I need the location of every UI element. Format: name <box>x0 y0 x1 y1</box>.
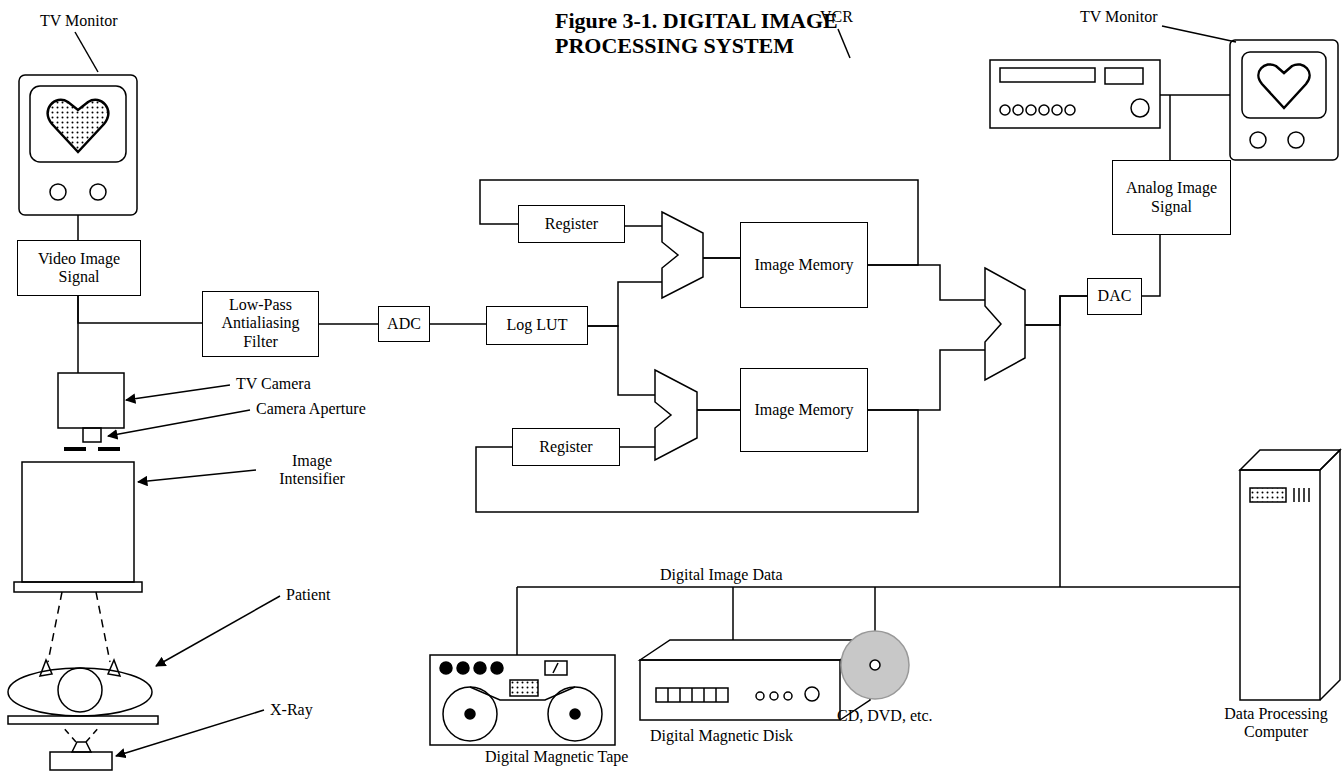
x-ray-tube <box>50 742 112 770</box>
multiplexer <box>662 212 703 298</box>
part-label: Patient <box>286 586 330 604</box>
lookup-table-box: Log LUT <box>486 306 588 345</box>
box-label: Low-Pass Antialiasing Filter <box>203 294 318 353</box>
signal-line <box>868 265 1087 325</box>
part-label: TV Camera <box>236 375 311 393</box>
part-label: Data Processing Computer <box>1212 705 1340 742</box>
magnetic-tape <box>430 655 615 745</box>
box-label: Analog Image Signal <box>1113 177 1230 218</box>
signal-line <box>588 258 740 326</box>
part-label: TV Monitor <box>1080 8 1157 26</box>
signal-line <box>78 296 202 323</box>
vcr <box>990 60 1160 128</box>
box-label: ADC <box>382 313 426 335</box>
box-label: Register <box>540 213 603 235</box>
leader-line <box>75 32 98 72</box>
part-label: VCR <box>820 8 853 26</box>
part-label: Digital Image Data <box>660 566 783 584</box>
signal-line <box>588 326 740 410</box>
multiplexer <box>985 268 1025 380</box>
tv-monitor <box>19 75 137 215</box>
tv-monitor <box>1230 40 1338 160</box>
box-label: Log LUT <box>502 314 573 336</box>
signal-line <box>868 296 1087 410</box>
box-label: Video Image Signal <box>18 248 140 289</box>
data-bus <box>517 325 1240 655</box>
part-label: Image Intensifier <box>262 452 362 489</box>
signal-line <box>620 410 740 447</box>
filter-box: Low-Pass Antialiasing Filter <box>202 291 319 357</box>
image-intensifier <box>14 462 142 592</box>
signal-line <box>430 323 486 325</box>
register-box: Register <box>512 428 620 466</box>
memory-box: Image Memory <box>740 368 868 452</box>
signal-box: Analog Image Signal <box>1112 160 1231 235</box>
part-label: X-Ray <box>270 701 313 719</box>
memory-box: Image Memory <box>740 222 868 308</box>
box-label: Register <box>534 436 597 458</box>
signal-box: Video Image Signal <box>17 240 141 296</box>
signal-line <box>319 323 378 325</box>
signal-line <box>625 226 740 258</box>
signal-line <box>1142 235 1160 296</box>
multiplexer <box>655 370 697 460</box>
converter-box: ADC <box>378 306 430 342</box>
part-label: Digital Magnetic Tape <box>485 748 628 766</box>
register-box: Register <box>518 205 625 243</box>
box-label: DAC <box>1093 285 1137 307</box>
magnetic-disk <box>640 640 870 720</box>
part-label: Camera Aperture <box>256 400 366 418</box>
part-label: Digital Magnetic Disk <box>650 727 793 745</box>
optical-disc <box>841 631 909 699</box>
part-label: TV Monitor <box>40 12 117 30</box>
tv-camera <box>58 373 124 449</box>
converter-box: DAC <box>1087 278 1142 315</box>
box-label: Image Memory <box>749 254 858 276</box>
patient <box>8 660 158 724</box>
box-label: Image Memory <box>749 399 858 421</box>
part-label: CD, DVD, etc. <box>837 707 933 725</box>
computer <box>1240 450 1340 700</box>
